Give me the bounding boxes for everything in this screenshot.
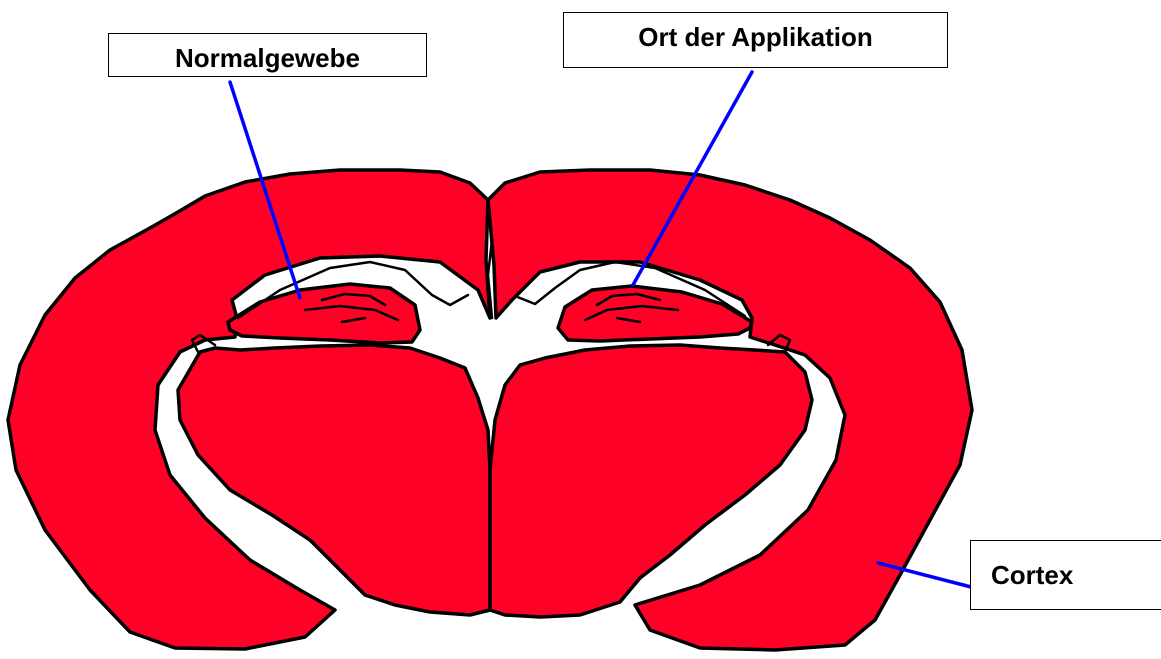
label-ort-der-applikation: Ort der Applikation: [563, 12, 948, 68]
label-normalgewebe-text: Normalgewebe: [175, 43, 360, 74]
label-normalgewebe: Normalgewebe: [108, 33, 427, 77]
label-ort-der-applikation-text: Ort der Applikation: [638, 22, 873, 53]
left-hippocampus: [228, 284, 420, 343]
label-cortex-text: Cortex: [991, 560, 1073, 591]
right-hippocampus: [558, 286, 752, 341]
label-cortex: Cortex: [970, 540, 1161, 610]
